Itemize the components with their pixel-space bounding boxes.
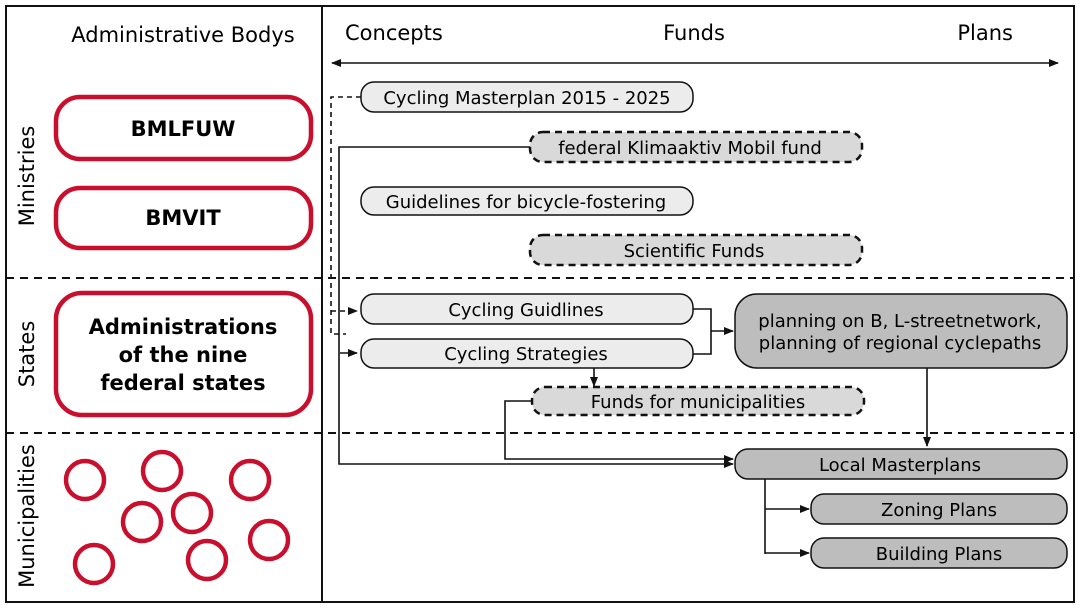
municipality-circle — [228, 458, 272, 502]
row-label-municipalities: Municipalities — [15, 444, 39, 588]
node-funds-municipalities-label: Funds for municipalities — [591, 392, 805, 413]
node-local-masterplans — [734, 448, 1068, 480]
header-concepts: Concepts — [345, 21, 443, 45]
node-planning-line2: planning of regional cyclepaths — [759, 333, 1041, 354]
node-scientific-label: Scientific Funds — [624, 241, 765, 262]
node-zoning — [810, 493, 1068, 525]
body-states-line2: of the nine — [119, 343, 248, 367]
body-states-line1: Administrations — [89, 315, 278, 339]
node-klimaaktiv — [528, 130, 864, 164]
node-guidelines-fostering — [360, 186, 694, 216]
municipality-circle — [140, 449, 184, 493]
node-cycling-guidlines-label: Cycling Guidlines — [448, 300, 603, 321]
body-bmlfuw — [53, 94, 314, 162]
body-bmvit-label: BMVIT — [145, 206, 221, 230]
municipality-circle — [63, 458, 107, 502]
outer-border — [5, 5, 1075, 603]
node-local-masterplans-label: Local Masterplans — [819, 455, 981, 476]
municipality-circles — [63, 449, 291, 586]
municipality-circle — [72, 542, 116, 586]
row-label-ministries: Ministries — [15, 126, 39, 227]
node-cycling-strategies-label: Cycling Strategies — [444, 344, 608, 365]
body-federal-states — [53, 290, 314, 418]
header-funds: Funds — [663, 21, 725, 45]
node-masterplan — [360, 81, 694, 113]
node-building — [810, 537, 1068, 569]
node-cycling-strategies — [360, 338, 694, 369]
municipality-circle — [185, 538, 229, 582]
node-building-label: Building Plans — [876, 544, 1002, 565]
connector-klimaaktiv-local — [338, 146, 734, 468]
node-guidelines-fostering-label: Guidelines for bicycle-fostering — [386, 192, 666, 213]
municipality-circle — [120, 500, 164, 544]
node-scientific — [528, 233, 864, 267]
municipality-circle — [247, 518, 291, 562]
row-label-states: States — [15, 321, 39, 388]
connector-bracket-planning — [693, 308, 712, 355]
body-states-line3: federal states — [100, 371, 265, 395]
node-masterplan-label: Cycling Masterplan 2015 - 2025 — [383, 88, 670, 109]
node-planning-line1: planning on B, L-streetnetwork, — [758, 311, 1041, 332]
body-bmvit — [53, 185, 314, 251]
connector-masterplan-dashed — [330, 96, 361, 335]
municipality-circle — [170, 491, 214, 535]
body-bmlfuw-label: BMLFUW — [131, 117, 236, 141]
header-admin: Administrative Bodys — [71, 23, 294, 47]
node-zoning-label: Zoning Plans — [881, 500, 997, 521]
node-planning — [734, 293, 1068, 369]
node-cycling-guidlines — [360, 293, 694, 325]
node-funds-municipalities — [530, 385, 866, 417]
header-plans: Plans — [957, 21, 1013, 45]
node-klimaaktiv-label: federal Klimaaktiv Mobil fund — [558, 138, 822, 159]
connector-funds-local — [504, 400, 734, 463]
